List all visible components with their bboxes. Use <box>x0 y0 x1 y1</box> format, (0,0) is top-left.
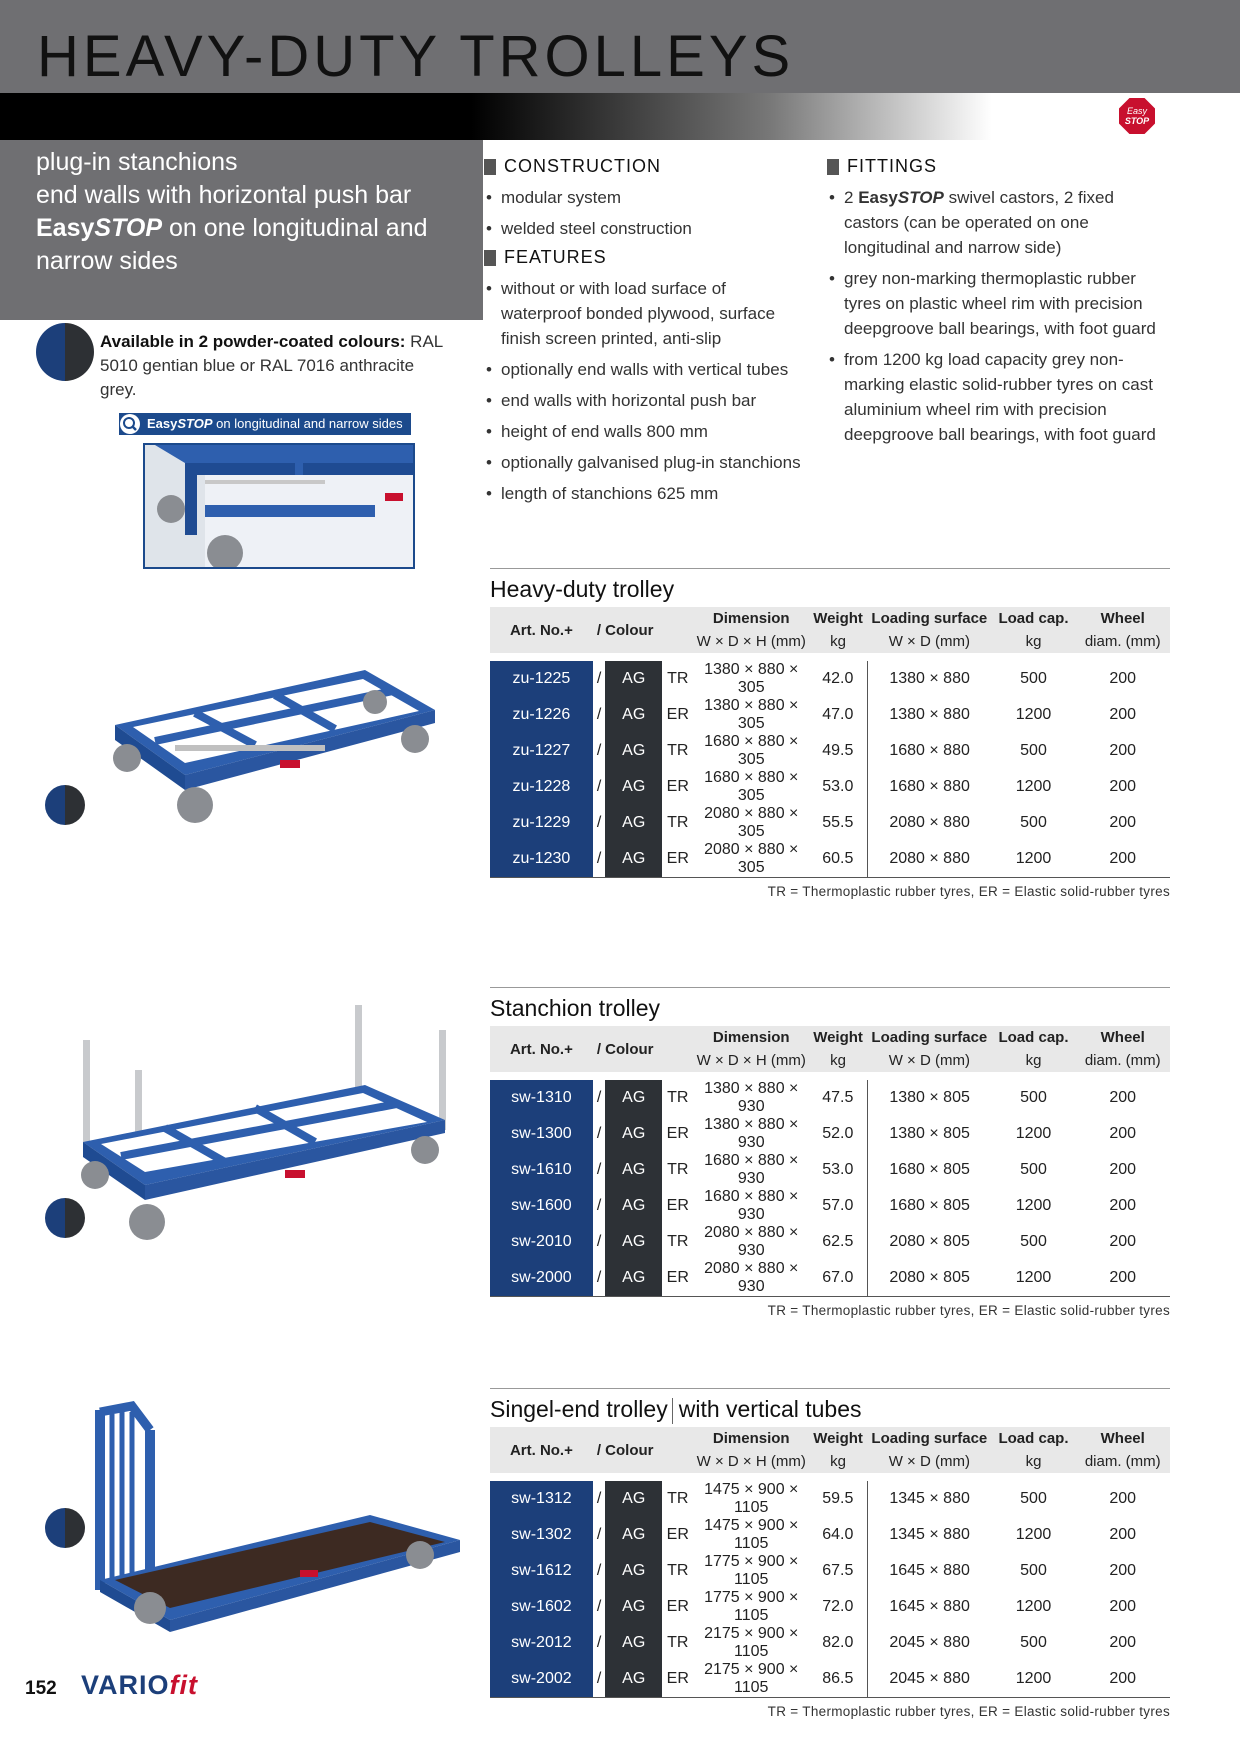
colour-swatch-large <box>36 323 94 381</box>
intro-line-4: narrow sides <box>36 247 178 275</box>
col-art: Art. No.+ <box>490 1427 593 1475</box>
intro-text: plug-in stanchions end walls with horizo… <box>36 146 428 278</box>
tyre-legend: TR = Thermoplastic rubber tyres, ER = El… <box>767 884 1170 899</box>
col-load-cap: Load cap.kg <box>991 1026 1076 1074</box>
list-item: grey non-marking thermoplastic rubber ty… <box>827 266 1167 341</box>
intro-line-1: plug-in stanchions <box>36 148 238 176</box>
list-item: height of end walls 800 mm <box>484 419 804 444</box>
stanchion-trolley-image <box>81 1005 446 1240</box>
col-colour: / Colour <box>592 1026 694 1074</box>
construction-list: modular system welded steel construction <box>484 185 814 241</box>
svg-text:Easy: Easy <box>1127 106 1148 116</box>
easystop-badge-icon: Easy STOP <box>1117 96 1157 136</box>
page-number: 152 <box>25 1678 57 1699</box>
table-stanchion-trolley: Stanchion trolley Art. No.+ / Colour Dim… <box>490 987 1170 1318</box>
col-load-cap: Load cap.kg <box>991 607 1076 655</box>
col-art: Art. No.+ <box>490 1026 593 1074</box>
magnifier-icon <box>120 414 140 434</box>
easystop-detail-image <box>143 443 415 569</box>
list-item: end walls with horizontal push bar <box>484 388 804 413</box>
easystop-detail-label: EasySTOP on longitudinal and narrow side… <box>119 413 411 435</box>
brand-logo: VARIOfit <box>81 1670 198 1700</box>
heavy-duty-trolley-image <box>113 670 435 823</box>
svg-text:STOP: STOP <box>1125 116 1150 126</box>
fittings-heading: FITTINGS <box>827 156 1167 177</box>
intro-line-2: end walls with horizontal push bar <box>36 181 412 209</box>
list-item: from 1200 kg load capacity grey non-mark… <box>827 347 1167 447</box>
table-title: Heavy-duty trolley <box>490 568 1170 607</box>
table-heavy-duty-trolley: Heavy-duty trolley Art. No.+ / Colour Di… <box>490 568 1170 899</box>
features-heading: FEATURES <box>484 247 814 268</box>
colour-swatch <box>45 785 85 825</box>
construction-heading: CONSTRUCTION <box>484 156 814 177</box>
list-item: 2 EasySTOP swivel castors, 2 fixed casto… <box>827 185 1167 260</box>
list-item: length of stanchions 625 mm <box>484 481 804 506</box>
col-load-cap: Load cap.kg <box>991 1427 1076 1475</box>
page-title: HEAVY-DUTY TROLLEYS <box>37 24 795 89</box>
list-item: optionally end walls with vertical tubes <box>484 357 804 382</box>
colours-text: Available in 2 powder-coated colours: RA… <box>100 332 443 399</box>
tyre-legend: TR = Thermoplastic rubber tyres, ER = El… <box>767 1303 1170 1318</box>
header-gradient-bar <box>0 93 1240 140</box>
col-colour: / Colour <box>592 1427 694 1475</box>
list-item: without or with load surface of waterpro… <box>484 276 804 351</box>
col-colour: / Colour <box>592 607 694 655</box>
single-end-trolley-image <box>95 1401 460 1632</box>
list-item: modular system <box>484 185 814 210</box>
tyre-legend: TR = Thermoplastic rubber tyres, ER = El… <box>767 1704 1170 1719</box>
construction-section: CONSTRUCTION modular system welded steel… <box>484 156 814 512</box>
col-art: Art. No.+ <box>490 607 593 655</box>
colour-swatch <box>45 1198 85 1238</box>
intro-line-3: EasySTOP on one longitudinal and <box>36 214 428 242</box>
list-item: optionally galvanised plug-in stanchions <box>484 450 804 475</box>
fittings-section: FITTINGS 2 EasySTOP swivel castors, 2 fi… <box>827 156 1167 453</box>
list-item: welded steel construction <box>484 216 814 241</box>
features-list: without or with load surface of waterpro… <box>484 276 804 506</box>
table-title: Stanchion trolley <box>490 987 1170 1026</box>
colour-swatch <box>45 1508 85 1548</box>
fittings-list: 2 EasySTOP swivel castors, 2 fixed casto… <box>827 185 1167 447</box>
